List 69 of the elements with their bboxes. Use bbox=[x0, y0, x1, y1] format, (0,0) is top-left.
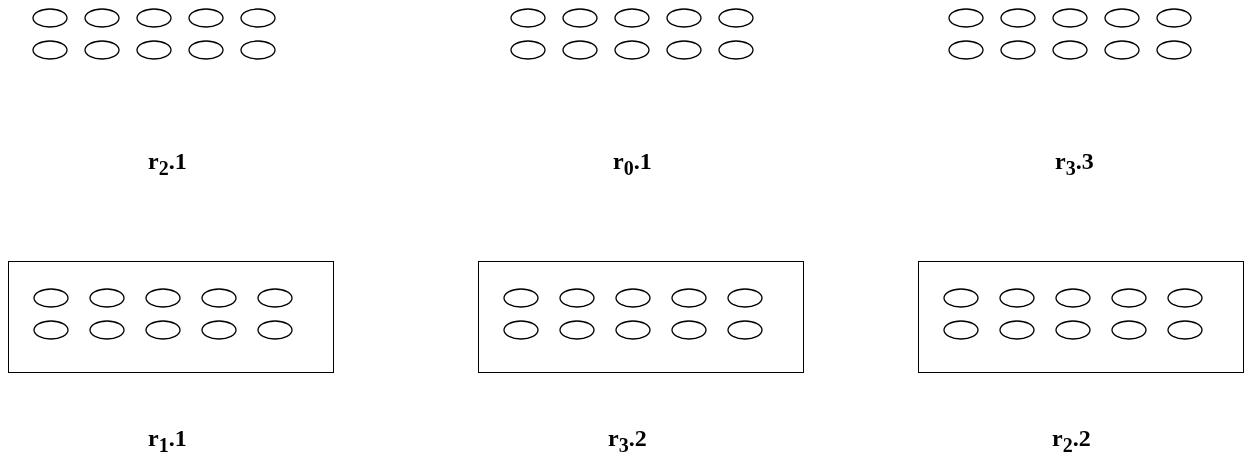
ellipse bbox=[257, 320, 293, 340]
ellipse bbox=[559, 288, 595, 308]
rectangle-frame bbox=[918, 261, 1244, 373]
ellipse bbox=[32, 40, 68, 60]
ellipse bbox=[671, 288, 707, 308]
ellipse bbox=[718, 40, 754, 60]
ellipse bbox=[666, 40, 702, 60]
ellipse bbox=[999, 288, 1035, 308]
ellipse bbox=[201, 288, 237, 308]
ellipse bbox=[1111, 320, 1147, 340]
ellipse bbox=[948, 8, 984, 28]
ellipse bbox=[1111, 288, 1147, 308]
ellipse bbox=[136, 8, 172, 28]
ellipse bbox=[240, 40, 276, 60]
ellipse bbox=[503, 320, 539, 340]
rectangle-frame bbox=[478, 261, 804, 373]
ellipse bbox=[562, 8, 598, 28]
ellipse bbox=[614, 8, 650, 28]
ellipse bbox=[510, 40, 546, 60]
ellipse bbox=[1055, 288, 1091, 308]
ellipse bbox=[943, 288, 979, 308]
ellipse bbox=[562, 40, 598, 60]
group-label: r$_{2}$.1 bbox=[148, 148, 187, 180]
ellipse bbox=[666, 8, 702, 28]
ellipse bbox=[1055, 320, 1091, 340]
ellipse bbox=[615, 320, 651, 340]
ellipse bbox=[1104, 8, 1140, 28]
ellipse bbox=[503, 288, 539, 308]
ellipse bbox=[510, 8, 546, 28]
ellipse bbox=[188, 8, 224, 28]
group-label: r$_{3}$.3 bbox=[1055, 148, 1094, 180]
ellipse bbox=[1000, 40, 1036, 60]
ellipse bbox=[718, 8, 754, 28]
ellipse bbox=[84, 40, 120, 60]
ellipse bbox=[1104, 40, 1140, 60]
ellipse bbox=[999, 320, 1035, 340]
ellipse bbox=[614, 40, 650, 60]
ellipse bbox=[1167, 320, 1203, 340]
ellipse bbox=[948, 40, 984, 60]
ellipse bbox=[727, 320, 763, 340]
ellipse bbox=[201, 320, 237, 340]
ellipse bbox=[1052, 40, 1088, 60]
group-label: r$_{0}$.1 bbox=[613, 148, 652, 180]
ellipse bbox=[188, 40, 224, 60]
ellipse bbox=[615, 288, 651, 308]
ellipse bbox=[1052, 8, 1088, 28]
ellipse bbox=[89, 288, 125, 308]
ellipse bbox=[1000, 8, 1036, 28]
ellipse bbox=[84, 8, 120, 28]
group-label: r$_{3}$.2 bbox=[608, 425, 647, 457]
ellipse bbox=[1156, 8, 1192, 28]
ellipse bbox=[671, 320, 707, 340]
ellipse bbox=[33, 320, 69, 340]
ellipse bbox=[257, 288, 293, 308]
ellipse bbox=[145, 320, 181, 340]
rectangle-frame bbox=[8, 261, 334, 373]
group-label: r$_{2}$.2 bbox=[1052, 425, 1091, 457]
ellipse bbox=[32, 8, 68, 28]
ellipse bbox=[240, 8, 276, 28]
ellipse bbox=[1167, 288, 1203, 308]
ellipse bbox=[943, 320, 979, 340]
ellipse bbox=[89, 320, 125, 340]
group-label: r$_{1}$.1 bbox=[148, 425, 187, 457]
ellipse bbox=[136, 40, 172, 60]
ellipse bbox=[145, 288, 181, 308]
ellipse bbox=[33, 288, 69, 308]
ellipse bbox=[727, 288, 763, 308]
ellipse bbox=[1156, 40, 1192, 60]
ellipse bbox=[559, 320, 595, 340]
